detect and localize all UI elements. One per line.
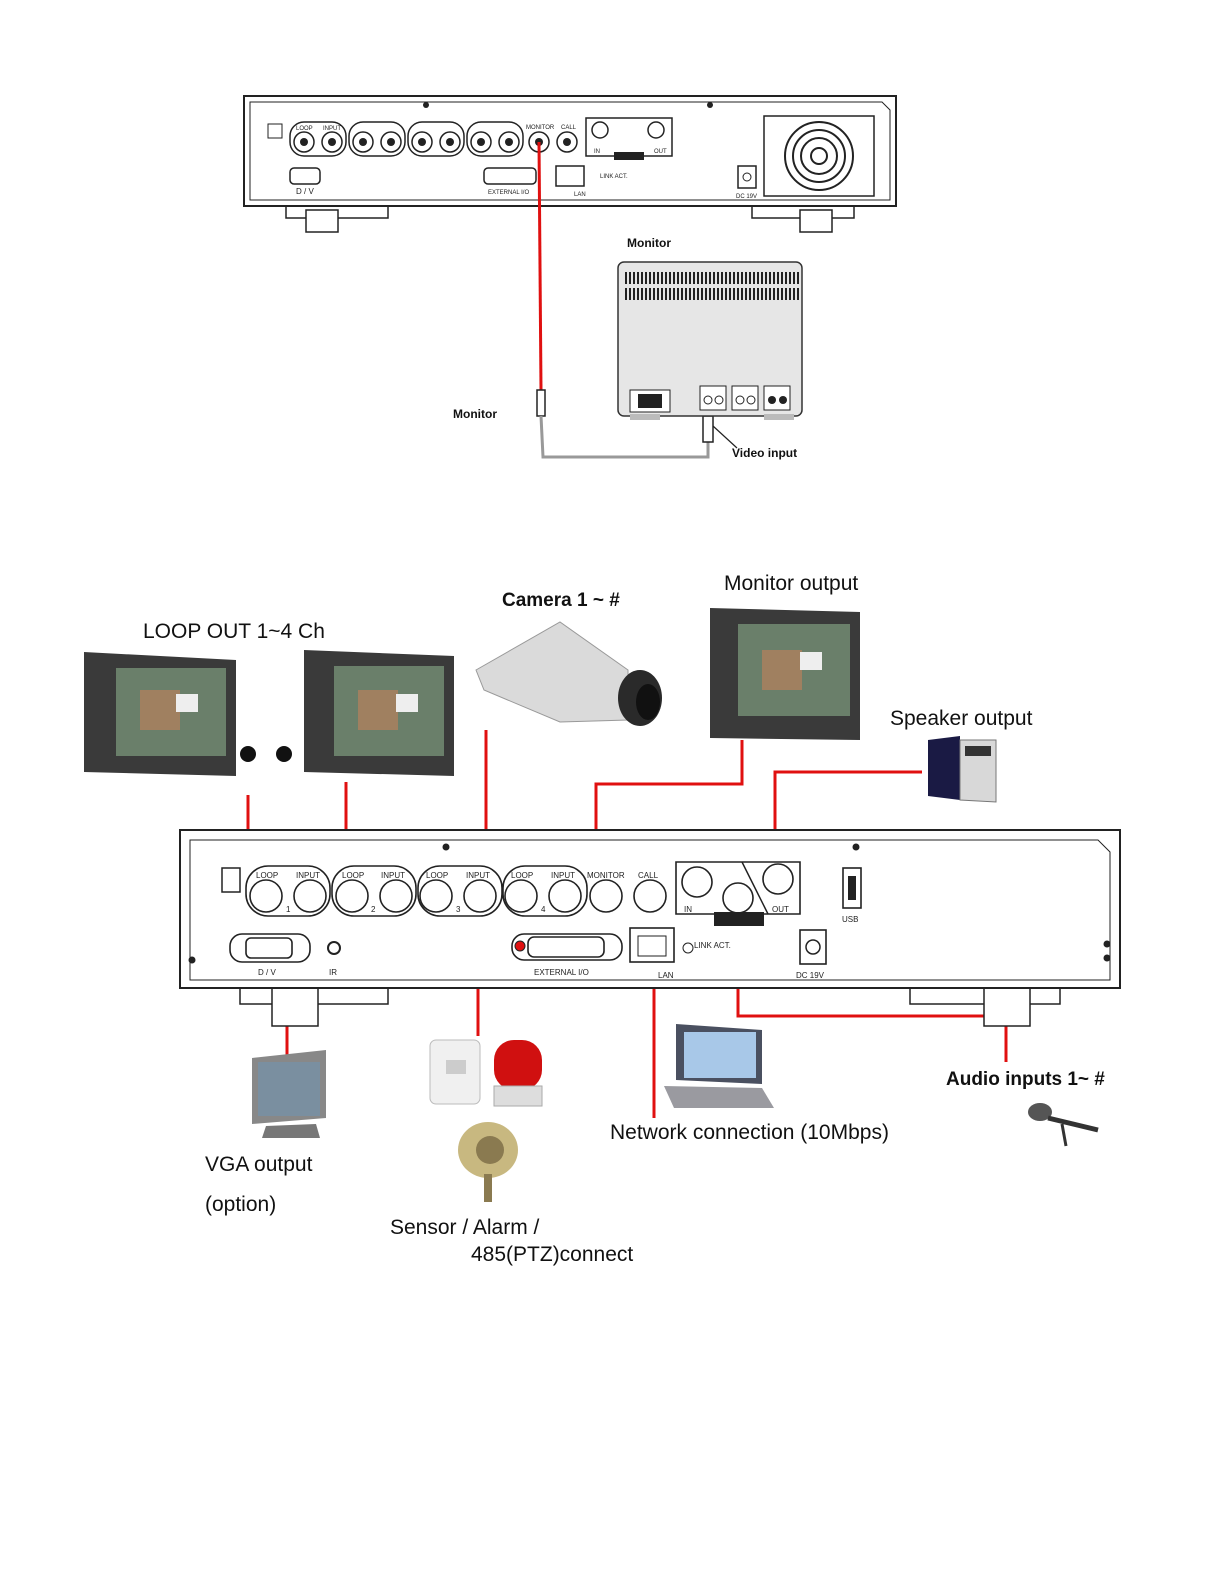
external-io-label: EXTERNAL I/O (534, 968, 589, 977)
speaker-output-label: Speaker output (890, 707, 1033, 730)
top-input-label: INPUT (323, 126, 341, 132)
vga-output-label: VGA output (205, 1153, 313, 1176)
top-monitor-cable (536, 141, 738, 459)
input-label-3: INPUT (466, 871, 490, 880)
loop-label-4: LOOP (511, 871, 533, 880)
audio-inputs-label: Audio inputs 1~ # (946, 1069, 1105, 1090)
loop-out-monitor-2 (304, 650, 454, 776)
camera-label: Camera 1 ~ # (502, 590, 620, 611)
top-link-act-label: LINK ACT. (600, 174, 628, 180)
loop-label-3: LOOP (426, 871, 448, 880)
loop-label-2: LOOP (342, 871, 364, 880)
loop-out-monitor-1 (84, 652, 236, 776)
top-monitor-title: Monitor (627, 236, 671, 250)
bottom-cables (246, 730, 1008, 1118)
channel-1-label: 1 (286, 905, 291, 914)
top-dc-label: DC 19V (736, 194, 757, 200)
alarm-light-icon (493, 1040, 543, 1107)
usb-label: USB (842, 915, 858, 924)
speaker-icon (928, 736, 997, 803)
input-label-2: INPUT (381, 871, 405, 880)
top-in-label: IN (594, 149, 600, 155)
channel-3-label: 3 (456, 905, 461, 914)
monitor-output-label: Monitor output (724, 572, 858, 595)
sensor-label-line1: Sensor / Alarm / (390, 1216, 540, 1239)
channel-2-label: 2 (371, 905, 376, 914)
monitor-port-label: MONITOR (587, 871, 625, 880)
top-external-io-label: EXTERNAL I/O (488, 190, 529, 196)
laptop-icon (664, 1024, 774, 1108)
top-monitor-port-label: MONITOR (526, 125, 555, 131)
dv-label: D / V (258, 968, 276, 977)
top-loop-label: LOOP (296, 126, 313, 132)
audio-out-label: OUT (772, 905, 789, 914)
sensor-icon (429, 1039, 481, 1105)
top-out-label: OUT (654, 149, 667, 155)
audio-in-label: IN (684, 905, 692, 914)
input-label-1: INPUT (296, 871, 320, 880)
bottom-dvr-rear-panel: LOOP INPUT LOOP INPUT LOOP INPUT LOOP IN… (179, 829, 1121, 1027)
input-label-4: INPUT (551, 871, 575, 880)
lan-label: LAN (658, 971, 674, 980)
ir-label: IR (329, 968, 337, 977)
dc-label: DC 19V (796, 971, 825, 980)
microphone-icon (1028, 1103, 1099, 1147)
top-lan-label: LAN (574, 192, 586, 198)
ellipsis-dot-1 (240, 746, 256, 762)
top-monitor-rear (617, 261, 803, 420)
top-dvr-rear-panel: LOOP INPUT MONITOR CALL IN OUT D / V EXT… (243, 95, 897, 233)
network-label: Network connection (10Mbps) (610, 1121, 889, 1144)
loop-label-1: LOOP (256, 871, 278, 880)
ellipsis-dot-2 (276, 746, 292, 762)
top-dv-label: D / V (296, 187, 314, 196)
horn-icon (458, 1122, 518, 1202)
call-label: CALL (638, 871, 659, 880)
link-act-label: LINK ACT. (694, 941, 731, 950)
vga-option-label: (option) (205, 1193, 276, 1216)
monitor-output-device (710, 608, 860, 740)
top-call-label: CALL (561, 125, 577, 131)
top-cable-label: Monitor (453, 407, 497, 421)
loop-out-label: LOOP OUT 1~4 Ch (143, 620, 325, 643)
vga-monitor-icon (252, 1050, 326, 1138)
top-video-input-label: Video input (732, 446, 797, 460)
camera-icon (475, 621, 662, 726)
sensor-label-line2: 485(PTZ)connect (471, 1243, 633, 1266)
channel-4-label: 4 (541, 905, 546, 914)
